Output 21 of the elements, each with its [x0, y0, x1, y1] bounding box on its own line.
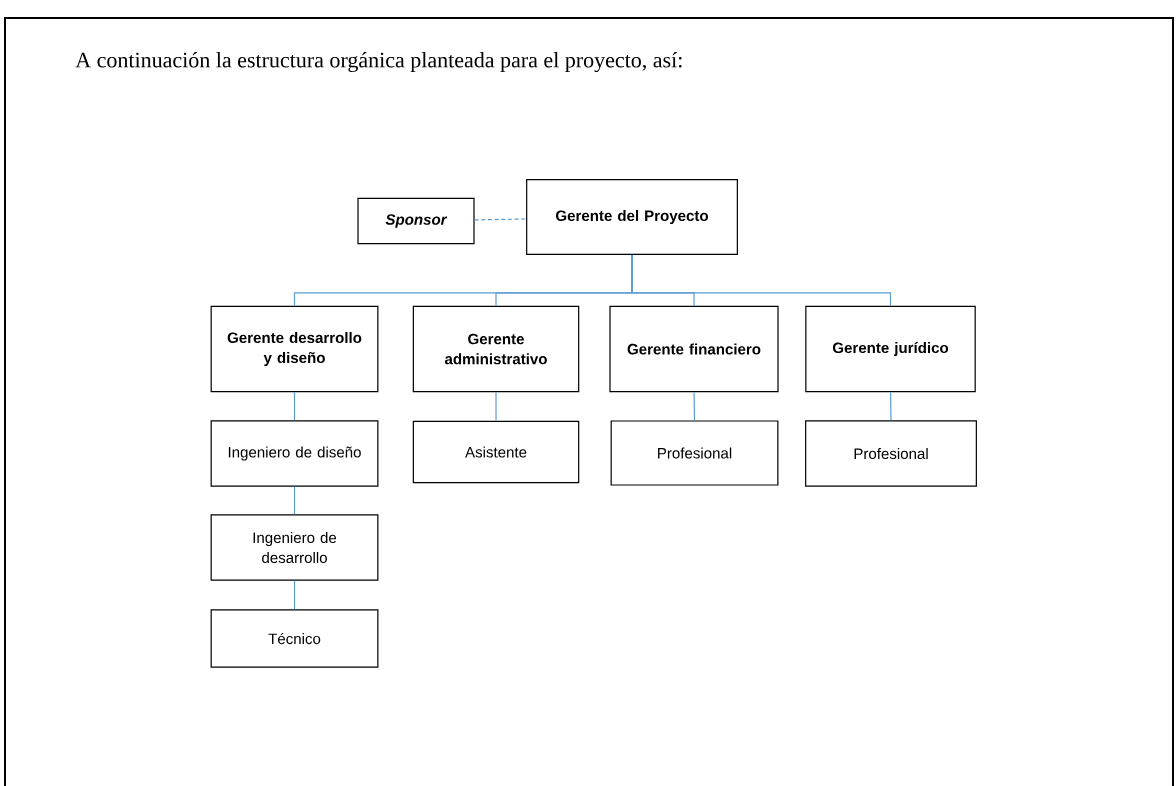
connector-line: [293, 391, 296, 421]
connector-line: [693, 391, 696, 421]
org-box: Sponsor: [357, 197, 475, 245]
org-box: Gerente administrativo: [412, 305, 580, 393]
org-box: Gerente del Proyecto: [526, 179, 738, 255]
connector-line: [293, 486, 296, 515]
org-box: Profesional: [610, 420, 779, 486]
intro-text: A continuación la estructura orgánica planteada para el proyecto, así:: [75, 52, 682, 72]
connector-line: [293, 580, 296, 610]
org-box: Gerente financiero: [609, 305, 779, 393]
connector-line: [889, 391, 892, 421]
connector-line: [495, 391, 497, 422]
org-box: Ingeniero de diseño: [210, 420, 379, 487]
org-box: Gerente desarrollo y diseño: [210, 305, 379, 393]
connector-line: [474, 218, 527, 221]
connector-line: [631, 254, 892, 307]
org-box: Técnico: [210, 609, 379, 668]
org-box: Asistente: [412, 420, 580, 484]
org-box: Ingeniero de desarrollo: [210, 514, 379, 581]
org-box: Profesional: [805, 420, 977, 487]
org-box: Gerente jurídico: [805, 305, 976, 393]
